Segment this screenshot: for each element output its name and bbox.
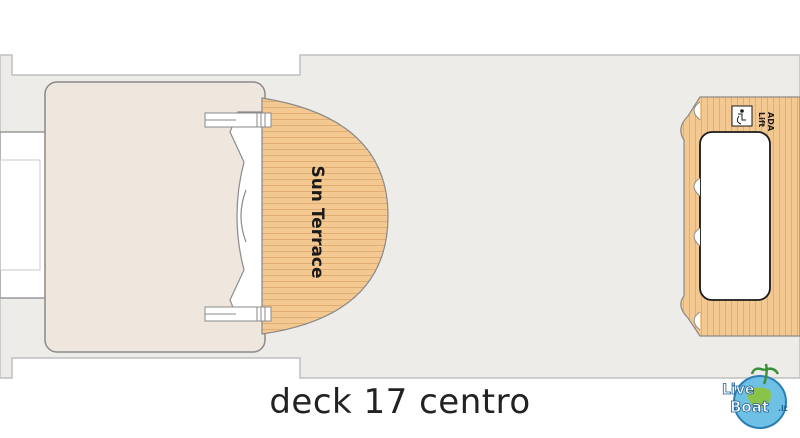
logo-suffix: .it xyxy=(778,404,788,413)
logo-line2: Boat xyxy=(730,398,769,416)
stairs-top xyxy=(204,112,272,128)
side-stairs xyxy=(693,101,701,331)
logo-line1: Live xyxy=(722,382,754,398)
stairs-bottom xyxy=(204,306,272,322)
liveboat-logo: Live Boat .it xyxy=(722,363,788,429)
sun-terrace-deck xyxy=(261,97,389,335)
ada-label: ADA xyxy=(766,112,775,132)
lift-label: Lift xyxy=(757,112,766,127)
ada-lift-icon xyxy=(731,105,753,127)
deck-caption: deck 17 centro xyxy=(269,382,531,422)
sun-terrace-label: Sun Terrace xyxy=(307,165,327,278)
right-opening xyxy=(699,131,771,301)
